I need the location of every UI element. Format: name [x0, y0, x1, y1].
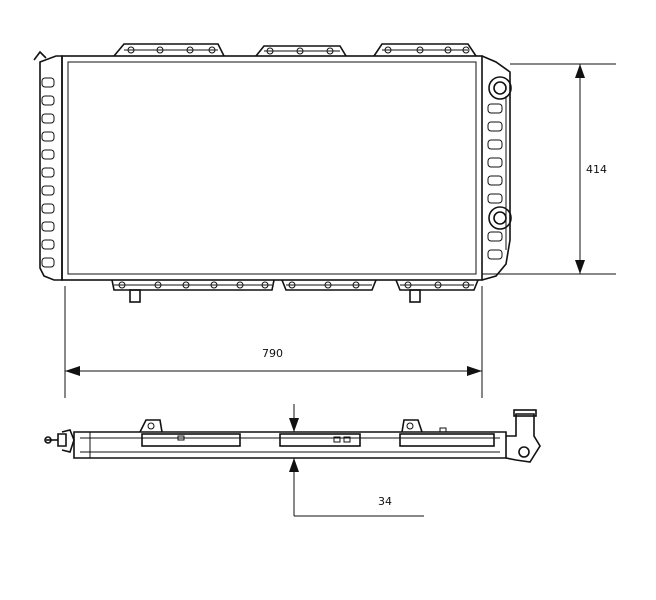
- radiator-side-view: [44, 409, 541, 463]
- lower-hose-connector: [488, 206, 512, 230]
- width-dimension-label: 790: [262, 347, 283, 360]
- thickness-dimension: 34: [289, 404, 424, 517]
- left-tank: [33, 50, 63, 281]
- top-mounting-brackets: [113, 43, 477, 57]
- upper-hose-connector: [488, 76, 512, 100]
- bottom-mounting-brackets: [111, 279, 479, 303]
- right-tank: [481, 55, 511, 281]
- height-dimension: 414: [482, 63, 616, 275]
- width-dimension: 790: [64, 286, 483, 398]
- height-dimension-label: 414: [586, 163, 607, 176]
- thickness-dimension-label: 34: [378, 495, 392, 508]
- radiator-core: [61, 55, 483, 281]
- radiator-front-view: [33, 43, 512, 303]
